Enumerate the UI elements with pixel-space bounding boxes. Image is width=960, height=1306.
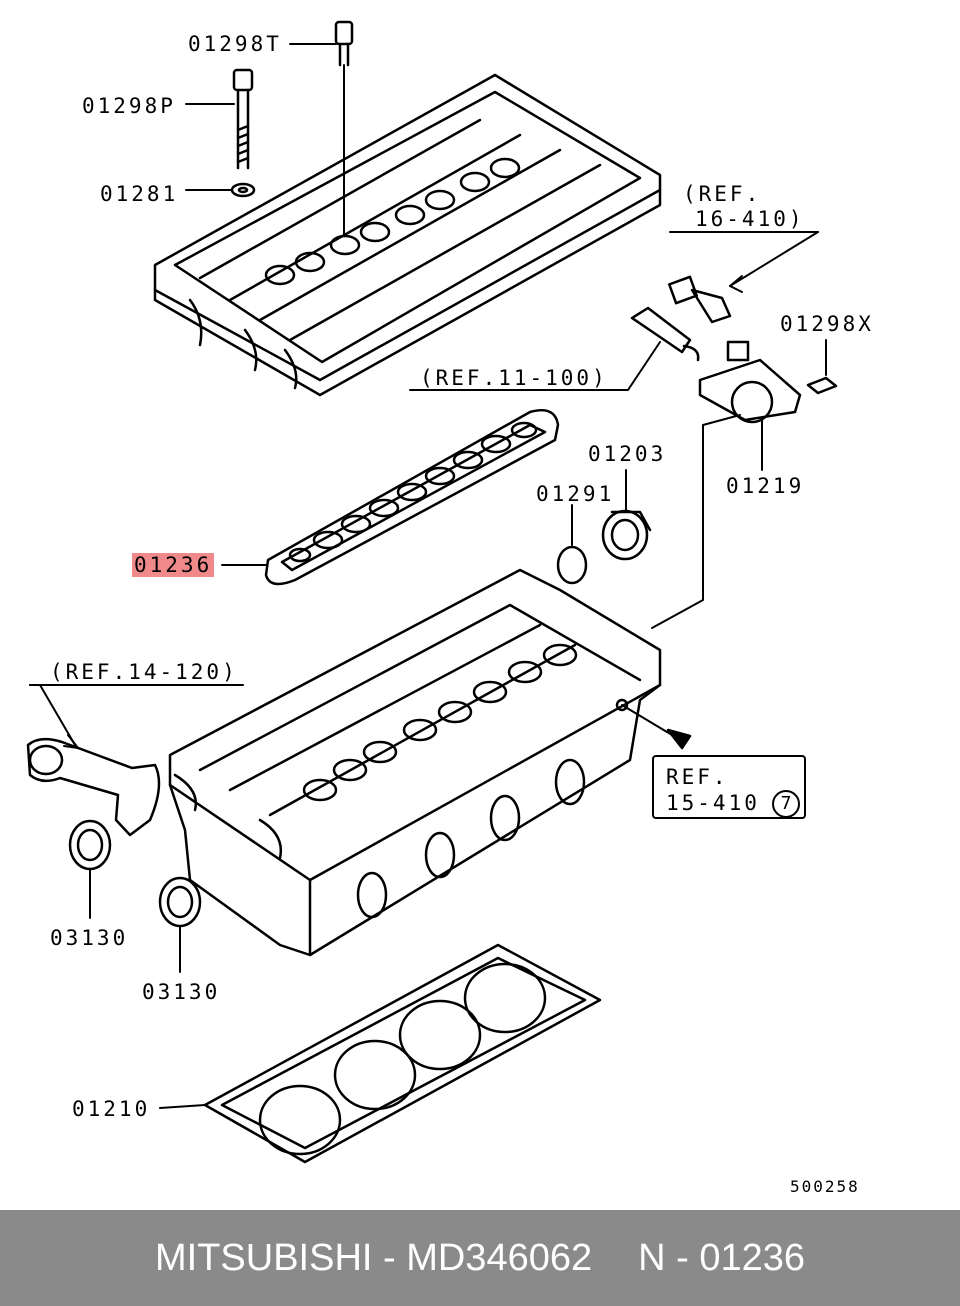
seal-01203-shape [601,469,652,561]
head-gasket-01210-shape [159,943,602,1164]
footer-brand-part-number: MITSUBISHI - MD346062 [154,1236,593,1279]
label-ref-11-100: (REF.11-100) [420,366,608,390]
label-01281: 01281 [100,182,179,206]
seal-03130-left-shape [68,819,112,919]
cam-cap-assembly [153,73,662,397]
seal-03130-right-shape [158,876,202,973]
cam-sensor-01219-shape [651,340,802,629]
washer-01281-shape [230,182,256,198]
footer-diagram-ref: N - 01236 [638,1236,806,1279]
label-01291: 01291 [536,482,615,506]
sensor-ref-16-410-shape [667,231,819,324]
label-01203: 01203 [588,442,667,466]
label-01298P: 01298P [82,94,176,118]
valve-cover-gasket-01236-shape [221,408,560,586]
footer-bar: MITSUBISHI - MD346062 N - 01236 [0,1210,960,1306]
exploded-parts-diagram [26,20,838,1164]
sealant-tube-shape [409,306,700,391]
label-ref-16-line2: 16-410) [695,207,805,231]
ref-box-line2: 15-410 [666,791,760,815]
label-01298X: 01298X [780,312,874,336]
leader-lines [185,43,337,191]
ref-box-line1: REF. [666,765,729,789]
circled-number: 7 [772,790,800,818]
label-01298T: 01298T [188,32,282,56]
bolt-01298T-shape [334,20,354,236]
bolt-01298P-shape [232,68,254,170]
label-ref-14-120: (REF.14-120) [50,660,238,684]
bolt-01298X-shape [806,339,838,395]
oring-01291-shape [556,504,588,585]
ref-15-410-box: REF. 15-410 7 [652,755,806,819]
label-01219: 01219 [726,474,805,498]
water-pipe-ref-14-120-shape [26,684,244,837]
label-ref-16-line1: (REF. [683,182,762,206]
cylinder-head-shape [168,568,692,957]
label-03130-right: 03130 [142,980,221,1004]
label-01236-highlighted: 01236 [132,553,215,577]
label-03130-left: 03130 [50,926,129,950]
diagram-number: 500258 [790,1177,860,1196]
label-01210: 01210 [72,1097,151,1121]
